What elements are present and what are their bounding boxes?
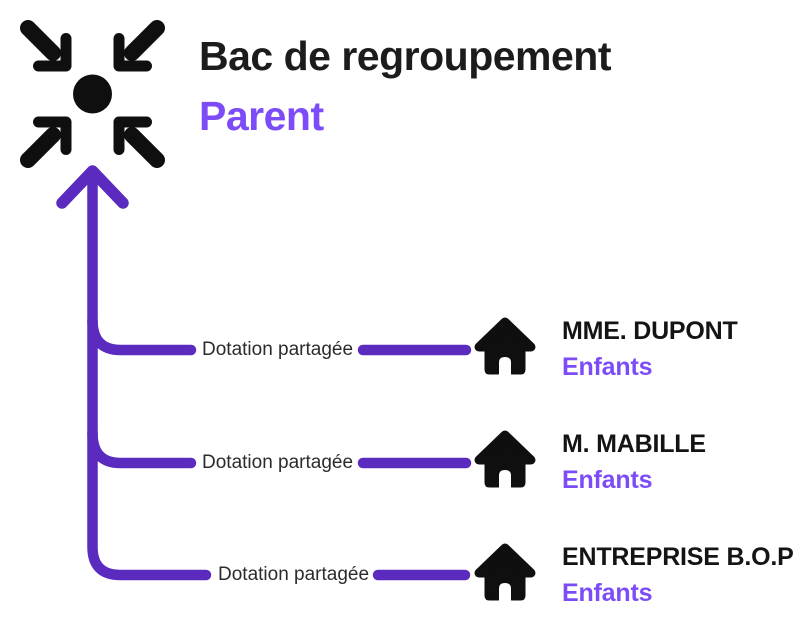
house-icon xyxy=(474,317,536,375)
house-icon xyxy=(474,543,536,601)
parent-subtitle: Parent xyxy=(199,93,324,139)
parent-header: Bac de regroupement Parent xyxy=(199,33,612,140)
child-info: MME. DUPONT Enfants xyxy=(562,316,738,382)
flow-tree xyxy=(56,165,472,581)
child-row: ENTREPRISE B.O.P Enfants xyxy=(473,542,794,608)
parent-title: Bac de regroupement xyxy=(199,33,612,79)
child-info: M. MABILLE Enfants xyxy=(562,429,706,495)
child-role: Enfants xyxy=(562,579,653,607)
branch-line-1 xyxy=(87,314,197,356)
child-role: Enfants xyxy=(562,353,653,381)
converge-arrows-icon xyxy=(20,20,165,168)
child-role: Enfants xyxy=(562,466,653,494)
child-name: ENTREPRISE B.O.P xyxy=(562,543,794,571)
child-name: M. MABILLE xyxy=(562,430,706,458)
branch-line-2 xyxy=(87,427,197,469)
trunk-line xyxy=(87,167,212,581)
child-row: MME. DUPONT Enfants xyxy=(473,316,738,382)
branch-label: Dotation partagée xyxy=(218,564,370,585)
child-name: MME. DUPONT xyxy=(562,317,738,345)
child-info: ENTREPRISE B.O.P Enfants xyxy=(562,542,794,608)
child-row: M. MABILLE Enfants xyxy=(473,429,706,495)
branch-label: Dotation partagée xyxy=(202,339,354,360)
house-icon xyxy=(474,430,536,488)
branch-label: Dotation partagée xyxy=(202,452,354,473)
